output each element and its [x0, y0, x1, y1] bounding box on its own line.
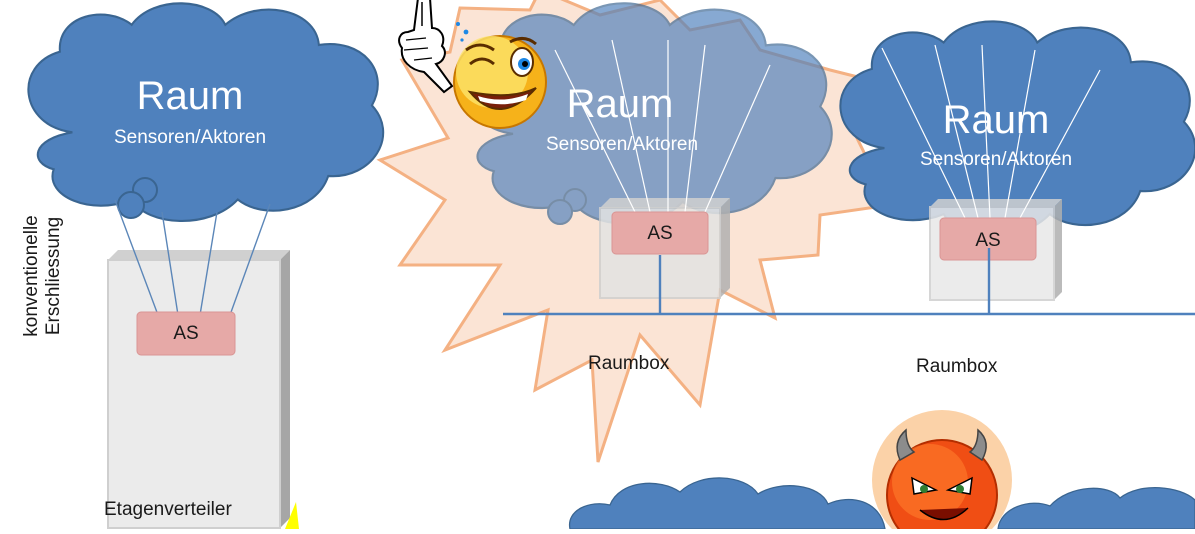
bus-line	[503, 248, 1195, 316]
room-cloud-middle	[466, 2, 833, 225]
room-wiring-right	[881, 44, 1101, 219]
room-cloud-left	[27, 2, 385, 223]
yellow-accent	[285, 502, 299, 529]
floor-distributor-cabinet	[107, 250, 290, 529]
automation-station-middle	[611, 211, 709, 255]
automation-station-left	[136, 311, 236, 356]
room-cloud-bottom	[569, 477, 1195, 530]
room-wiring-middle	[554, 39, 771, 213]
winking-smiley-icon	[398, 0, 547, 129]
devil-face-icon	[886, 428, 998, 534]
room-wiring-left	[114, 199, 271, 316]
